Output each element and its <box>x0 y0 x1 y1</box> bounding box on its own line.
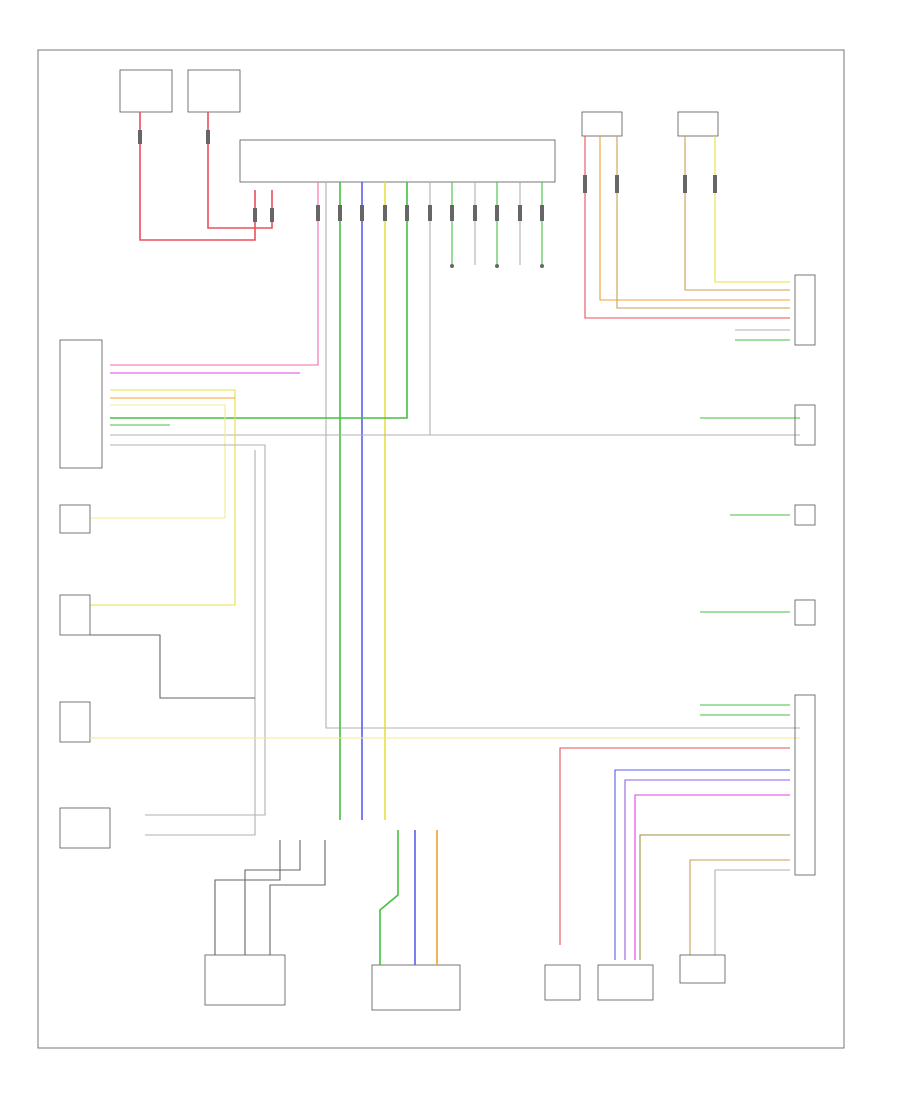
sensor-2 <box>59 594 91 636</box>
oxygen-sensor-right <box>677 111 719 137</box>
wire-red-br <box>559 747 790 945</box>
bottom-sensor-1 <box>544 964 581 1001</box>
wire-gray-l2 <box>110 444 266 816</box>
wire-gray-l3 <box>145 450 256 836</box>
diagram-frame <box>37 49 845 1049</box>
wire-orange-o2 <box>599 136 790 301</box>
wire-olive-br <box>639 834 790 960</box>
wire-green-2 <box>110 182 408 419</box>
bottom-sensor-2 <box>597 964 654 1001</box>
wire-lightyellow-l <box>90 404 226 519</box>
wire-tan-o2-2 <box>684 136 790 291</box>
wire-dark-s2 <box>90 634 255 699</box>
sensor-1 <box>59 504 91 534</box>
oxygen-sensor-left <box>581 111 623 137</box>
wire-gray-long <box>325 182 800 729</box>
fuel-pump-2 <box>371 964 461 1011</box>
wire-green-fp2 <box>379 830 399 965</box>
wire-pink-1 <box>110 182 319 366</box>
bottom-sensor-3 <box>679 954 726 984</box>
wire-dark-fp1 <box>214 840 281 955</box>
wire-red-fuse1 <box>139 112 256 241</box>
wire-yellow-o2 <box>714 136 790 283</box>
top-module <box>239 139 556 183</box>
wire-yellow-l <box>90 389 236 606</box>
sensor-4 <box>59 807 111 849</box>
fuel-pump-1 <box>204 954 286 1006</box>
wire-tan-o2 <box>616 136 790 309</box>
wire-blue-br <box>614 769 790 960</box>
sensor-3 <box>59 701 91 743</box>
transmission-module-2 <box>794 599 816 626</box>
left-module <box>59 339 103 469</box>
wire-magenta-br <box>634 794 790 960</box>
transmission-module <box>794 404 816 446</box>
wire-dark-fp2 <box>244 840 301 955</box>
fuse-2 <box>187 69 241 113</box>
wire-gray-br <box>714 869 790 955</box>
wire-violet-br <box>624 779 790 960</box>
fuse-1 <box>119 69 173 113</box>
engine-control-right-1 <box>794 274 816 346</box>
top-module-connectors <box>316 205 544 268</box>
wire-dark-fp3 <box>269 840 326 955</box>
engine-control-bottom-right <box>794 694 816 876</box>
oxygen-sensor-right-2 <box>794 504 816 526</box>
wire-tan-br <box>689 859 790 955</box>
wire-red-o2 <box>584 136 790 319</box>
